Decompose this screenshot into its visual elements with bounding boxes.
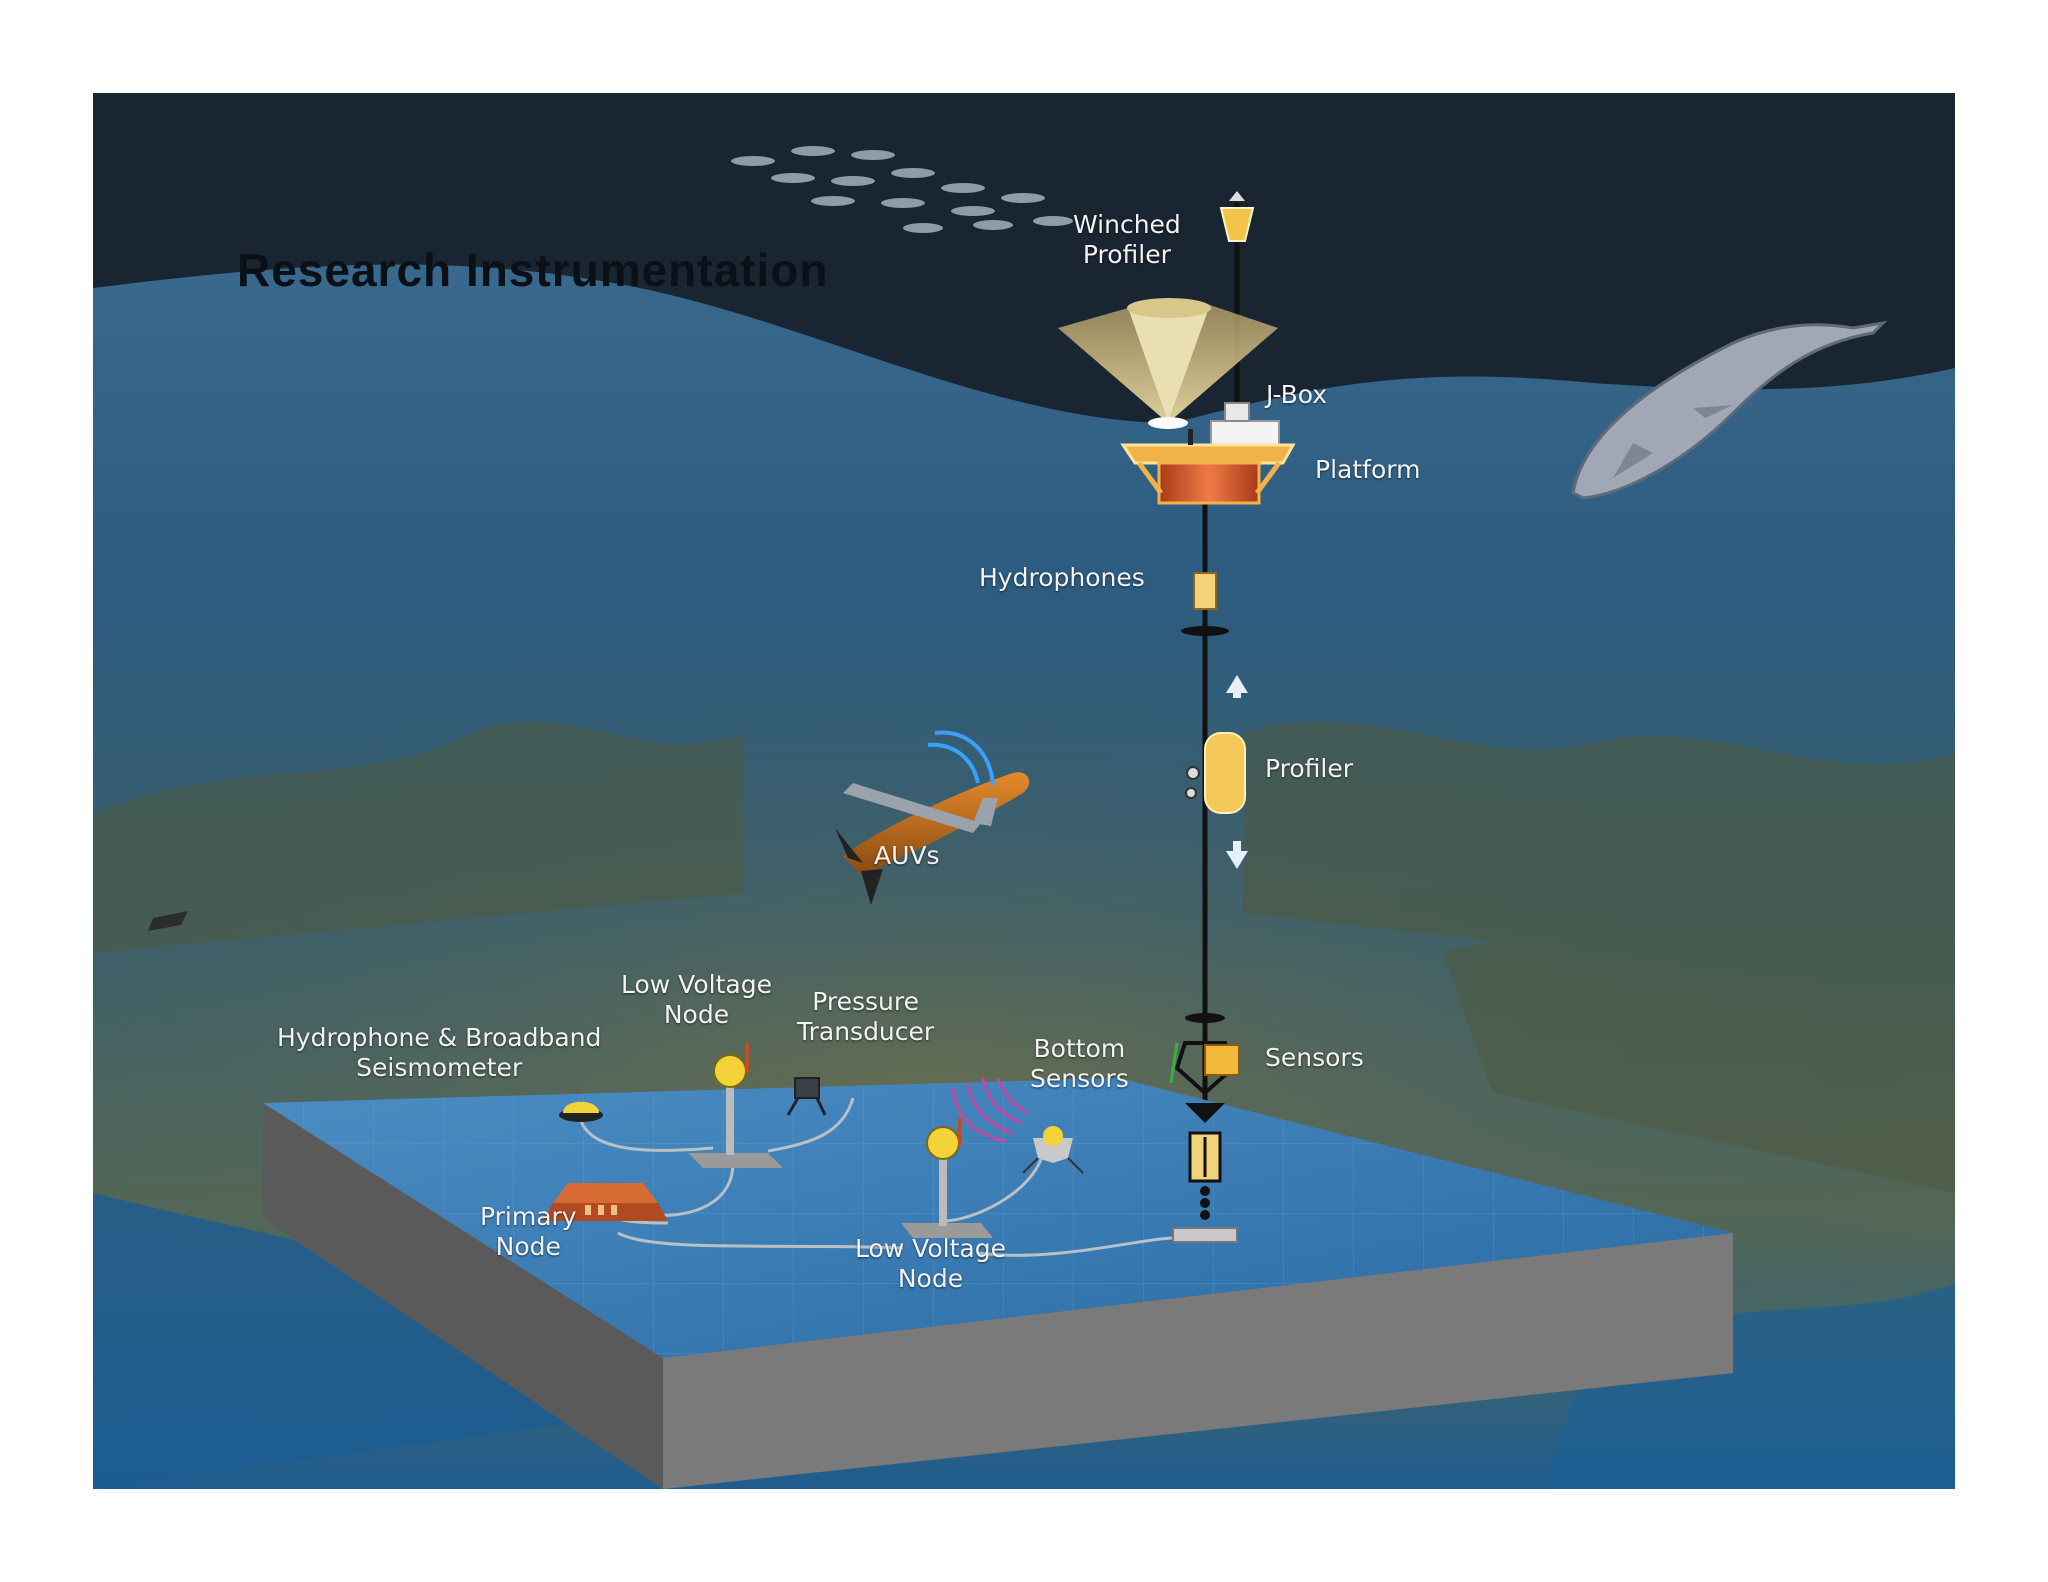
seafloor-ridges [93,721,1955,1193]
label-hydrophone-seismometer-line2: Seismometer [356,1053,523,1082]
label-hydrophones: Hydrophones [979,563,1145,592]
seafloor-debris [148,911,188,931]
label-low-voltage-node-bottom-line2: Node [897,1264,964,1293]
label-pressure-transducer: Pressure Transducer [797,987,934,1047]
label-low-voltage-node-top: Low Voltage Node [621,970,772,1030]
ocean-scene: Research Instrumentation Winched Profile… [93,93,1955,1489]
surface-band [93,93,1955,423]
label-bottom-sensors-line2: Sensors [1030,1064,1129,1093]
sensor-package-icon [1169,1013,1240,1243]
sonar-beam-icon [1058,298,1278,429]
label-hydrophone-seismometer-line1: Hydrophone & Broadband [277,1023,602,1052]
label-hydrophone-seismometer: Hydrophone & Broadband Seismometer [277,1023,601,1083]
label-j-box: J-Box [1266,380,1328,409]
label-sensors: Sensors [1265,1043,1364,1072]
label-pressure-transducer-line1: Pressure [812,987,919,1016]
label-primary-node-line1: Primary [480,1202,577,1231]
label-auvs: AUVs [874,841,940,870]
label-low-voltage-node-bottom: Low Voltage Node [855,1234,1006,1294]
label-winched-profiler: Winched Profiler [1073,210,1181,270]
pressure-transducer-icon [786,1077,827,1116]
profiler-icon [1185,675,1248,869]
primary-node-icon [543,1183,668,1221]
low-voltage-node-icon [688,1043,783,1168]
auv-icon [835,730,1030,905]
label-primary-node-line2: Node [495,1232,561,1261]
label-platform: Platform [1315,455,1421,484]
label-profiler: Profiler [1265,754,1354,783]
fish-school-icon [731,146,1073,233]
whale-icon [1571,320,1888,500]
label-low-voltage-node-top-line1: Low Voltage [621,970,772,999]
label-bottom-sensors-line1: Bottom [1033,1034,1126,1063]
label-bottom-sensors: Bottom Sensors [1030,1034,1129,1094]
winched-profiler-icon [1219,191,1255,242]
float-icon [1181,626,1229,636]
label-winched-profiler-line2: Profiler [1082,240,1171,269]
low-voltage-node-icon-2 [901,1118,993,1238]
platform-icon [1120,429,1296,505]
floor-cables [579,1097,1204,1257]
seismometer-icon [559,1101,603,1122]
label-winched-profiler-line1: Winched [1073,210,1181,239]
bottom-sensor-icon [951,1077,1084,1174]
label-low-voltage-node-bottom-line1: Low Voltage [855,1234,1006,1263]
label-low-voltage-node-top-line2: Node [663,1000,730,1029]
label-primary-node: Primary Node [480,1202,577,1262]
label-pressure-transducer-line2: Transducer [797,1017,935,1046]
hydrophone-icon [1193,572,1217,610]
scene-illustration [93,93,1955,1489]
page-title: Research Instrumentation [237,244,829,296]
